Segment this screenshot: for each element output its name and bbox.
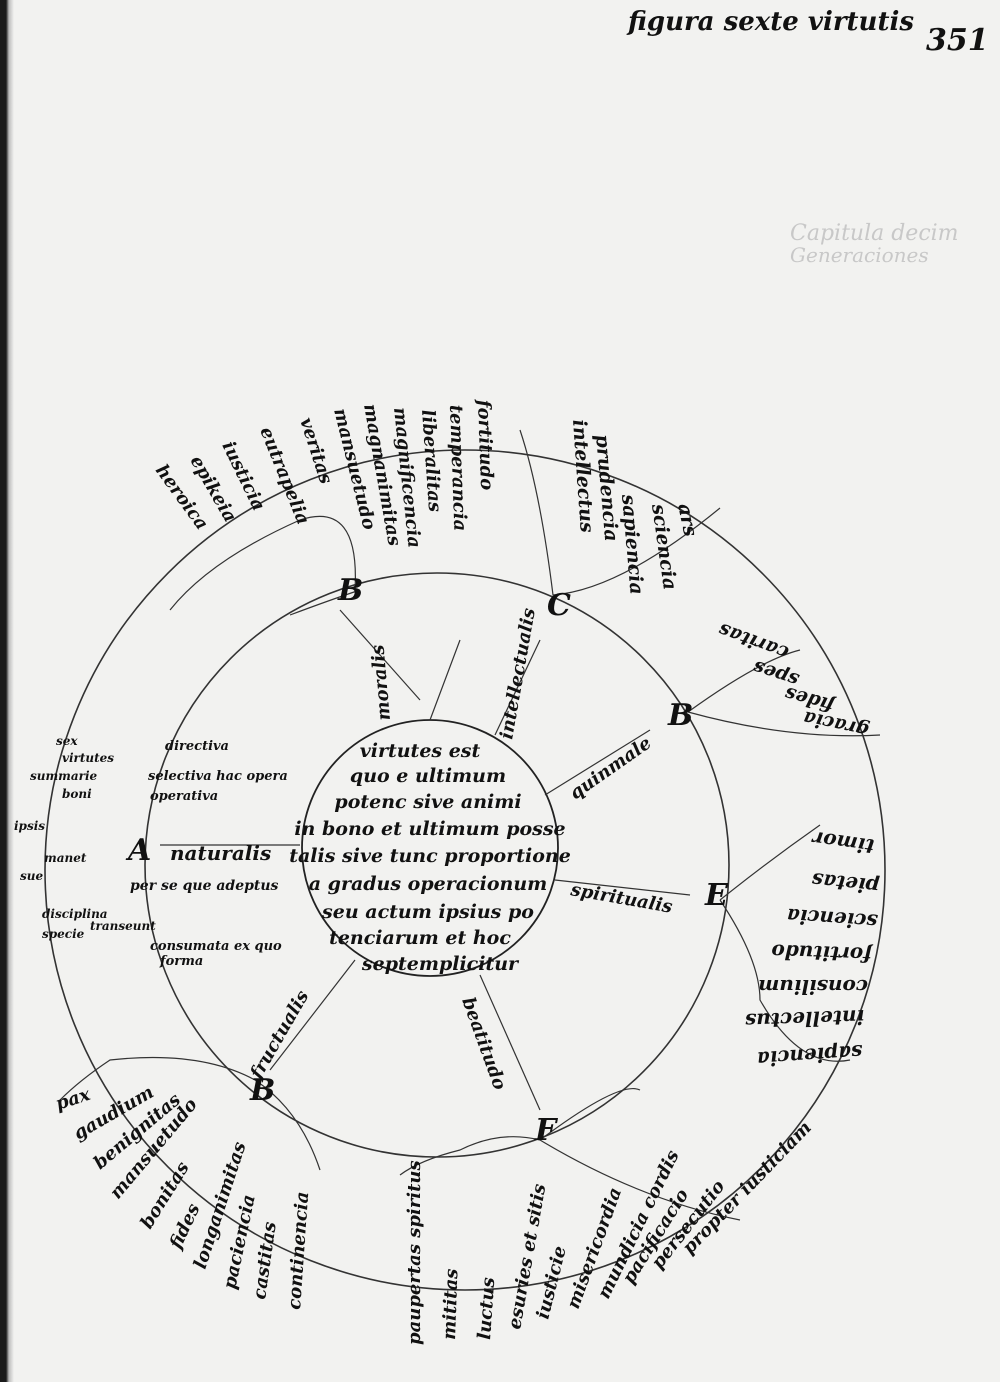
center-line-5: talis sive tunc proportione <box>289 845 571 867</box>
virtue-liberalitas: liberalitas <box>417 409 445 513</box>
center-text: virtutes est quo e ultimum potenc sive a… <box>289 740 571 975</box>
gift-sciencia: sciencia <box>786 904 879 934</box>
center-line-4: in bono et ultimum posse <box>294 818 565 840</box>
rubric-letter-intellectual: C <box>547 588 571 623</box>
left-note-2: selectiva hac opera <box>148 769 288 784</box>
gift-intellectus: intellectus <box>745 1005 865 1033</box>
virtue-ars: ars <box>673 501 701 538</box>
margin-note-3: summarie <box>30 769 98 783</box>
margin-note-5: ipsis <box>14 819 45 833</box>
rubric-letter-natural: A <box>125 833 151 868</box>
ghost-text-1: Capitula decim <box>790 221 959 246</box>
rubric-letter-theological: B <box>667 698 693 733</box>
margin-note-9: specie <box>42 927 85 941</box>
spoke-label-moral: moralis <box>367 644 395 722</box>
virtue-caritas: caritas <box>715 618 791 664</box>
moral-virtues: fortitudo temperancia liberalitas magnif… <box>151 397 497 549</box>
beatitude-paupertas: paupertas spiritus <box>404 1160 425 1345</box>
spoke-label-natural: naturalis <box>170 841 271 865</box>
center-line-6: a gradus operacionum <box>309 873 548 895</box>
center-line-3: potenc sive animi <box>334 791 521 813</box>
margin-note-1: sex <box>56 734 78 748</box>
theological-virtues: caritas spes fides gracia <box>715 618 871 741</box>
ghost-text-2: Generaciones <box>790 243 929 267</box>
center-line-8: tenciarum et hoc <box>329 927 511 949</box>
rubric-letter-moral: B <box>337 573 363 608</box>
gift-timor: timor <box>810 826 876 859</box>
gift-sapiencia: sapiencia <box>756 1040 864 1071</box>
fruit-pax: pax <box>53 1084 93 1115</box>
beatitudes: paupertas spiritus mititas luctus esurie… <box>404 1117 816 1345</box>
left-note-6: forma <box>159 954 203 969</box>
virtue-sapiencia: sapiencia <box>617 493 648 596</box>
folio-number: 351 <box>926 23 989 58</box>
spoke-label-intellectual: intellectualis <box>496 607 540 741</box>
virtue-veritas: veritas <box>295 415 336 486</box>
center-line-7: seu actum ipsius po <box>321 901 534 923</box>
gift-fortitudo: fortitudo <box>771 939 874 967</box>
intellectual-virtues: ars sciencia sapiencia prudencia intelle… <box>568 419 702 596</box>
virtue-fortitudo: fortitudo <box>473 397 497 490</box>
margin-note-6: manet <box>44 851 87 865</box>
left-note-5: consumata ex quo <box>150 939 282 954</box>
rubric-letter-beatitudes: F <box>534 1113 559 1148</box>
spoke-label-spiritual: spiritualis <box>568 879 674 918</box>
petal-connectors <box>59 429 881 1221</box>
outer-ring <box>44 449 886 1291</box>
book-binding-edge <box>0 0 14 1382</box>
margin-note-2: virtutes <box>62 751 114 765</box>
left-note-1: directiva <box>165 739 229 754</box>
margin-note-4: boni <box>62 787 92 801</box>
fruits-of-spirit: pax gaudium benignitas mansuetudo bonita… <box>53 1082 313 1311</box>
beatitude-iusticie: iusticie <box>532 1244 570 1321</box>
center-line-1: virtutes est <box>360 740 481 762</box>
header-title: figura sexte virtutis <box>626 7 914 37</box>
beatitude-mititas: mititas <box>439 1268 462 1340</box>
beatitude-propter: propter iusticiam <box>678 1117 815 1258</box>
spoke-label-quinmale: quinmale <box>566 733 656 804</box>
gift-consilium: consilium <box>758 975 868 999</box>
left-margin-notes: sex virtutes summarie boni ipsis manet s… <box>14 734 156 941</box>
rubric-letter-fruits: B <box>249 1073 275 1108</box>
margin-note-10: transeunt <box>90 919 156 933</box>
margin-note-8: disciplina <box>42 907 108 921</box>
left-note-4: per se que adeptus <box>130 878 279 894</box>
rubric-letter-gifts: E <box>704 878 729 913</box>
spoke-label-beatitudo: beatitudo <box>457 995 510 1093</box>
spokes <box>160 609 691 1111</box>
fruit-continencia: continencia <box>284 1191 313 1310</box>
gift-pietas: pietas <box>811 868 881 899</box>
spoke-label-fructual: fructualis <box>245 987 313 1084</box>
center-line-9: septemplicitur <box>361 953 520 975</box>
center-line-2: quo e ultimum <box>350 765 506 787</box>
left-note-3: operativa <box>150 789 218 804</box>
virtue-temperancia: temperancia <box>445 404 470 531</box>
gifts-of-spirit: timor pietas sciencia fortitudo consiliu… <box>745 826 881 1071</box>
margin-note-7: sue <box>20 869 43 883</box>
beatitude-luctus: luctus <box>474 1277 499 1341</box>
virtue-gracia: gracia <box>801 706 871 741</box>
